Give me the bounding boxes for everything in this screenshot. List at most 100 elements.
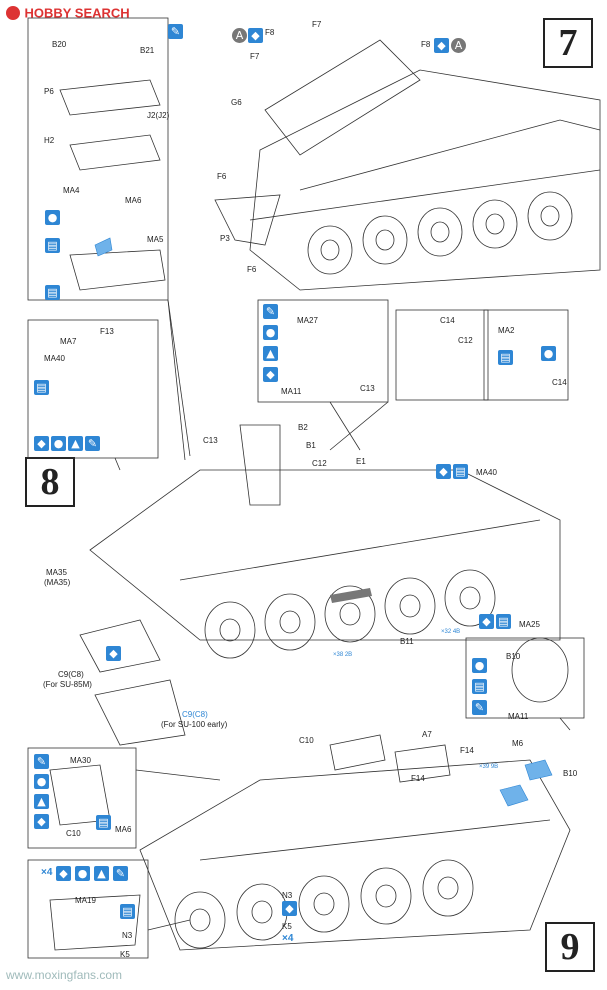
hatch-icon: ▤ <box>45 285 60 300</box>
roadwheels-step8 <box>204 569 496 659</box>
hatch-icon: ▤ <box>96 815 111 830</box>
label-G6: G6 <box>231 98 242 107</box>
label-MA7: MA7 <box>60 337 77 346</box>
label-x4b: ×4 <box>282 933 294 944</box>
arrow-up-icon: ▲ <box>68 436 83 451</box>
cement-icon: ◆ <box>436 464 451 479</box>
paint-icon: ✎ <box>168 24 183 39</box>
paint-icon: ✎ <box>113 866 128 881</box>
label-MA27: MA27 <box>297 316 318 325</box>
paint-icon: ✎ <box>85 436 100 451</box>
label-P6: P6 <box>44 87 54 96</box>
cement-icon: ◆ <box>248 28 263 43</box>
label-C14b: C14 <box>552 378 567 387</box>
step-number-8: 8 <box>25 457 75 507</box>
label-C12b: C12 <box>312 459 327 468</box>
label-x4a: ×4 <box>41 867 53 878</box>
hatch-icon: ▤ <box>496 614 511 629</box>
site-watermark: www.moxingfans.com <box>6 968 123 982</box>
roadwheels-step7 <box>307 191 573 275</box>
panel-step8-center <box>257 299 389 403</box>
label-F7b: F7 <box>250 52 260 61</box>
label-C9: C9(C8) <box>58 670 84 679</box>
glue-icon: ● <box>75 866 90 881</box>
label-MA11b: MA11 <box>508 712 529 721</box>
arrow-up-icon: ▲ <box>94 866 109 881</box>
cement-icon: ◆ <box>282 901 297 916</box>
label-C13b: C13 <box>203 436 218 445</box>
label-B10a: B10 <box>506 652 521 661</box>
label-MA5: MA5 <box>147 235 164 244</box>
label-C14a: C14 <box>440 316 455 325</box>
label-C9b: C9(C8) <box>182 710 208 719</box>
label-F6b: F6 <box>247 265 257 274</box>
arrow-up-icon: ▲ <box>263 346 278 361</box>
label-C10a: C10 <box>299 736 314 745</box>
label-N3b: N3 <box>282 891 293 900</box>
cement-icon: ◆ <box>106 646 121 661</box>
label-F14b: F14 <box>411 774 425 783</box>
label-C9note: (For SU-85M) <box>43 680 92 689</box>
label-B20: B20 <box>52 40 67 49</box>
step-number-7: 7 <box>543 18 593 68</box>
label-MA30: MA30 <box>70 756 91 765</box>
label-F7a: F7 <box>312 20 322 29</box>
label-C12a: C12 <box>458 336 473 345</box>
label-B1: B1 <box>306 441 316 450</box>
hatch-icon: ▤ <box>453 464 468 479</box>
label-E1: E1 <box>356 457 366 466</box>
label-F6a: F6 <box>217 172 227 181</box>
glue-icon: ● <box>541 346 556 361</box>
cement-icon: ◆ <box>263 367 278 382</box>
roadwheels-step9 <box>174 859 474 949</box>
label-B10b: B10 <box>563 769 578 778</box>
label-MA19: MA19 <box>75 896 96 905</box>
label-J2: J2(J2) <box>147 111 170 120</box>
hobbysearch-logo: HOBBY SEARCH <box>6 4 130 22</box>
label-MA25: MA25 <box>519 620 540 629</box>
label-N3a: N3 <box>122 931 133 940</box>
label-C10b: C10 <box>66 829 81 838</box>
panel-step7-left <box>27 17 169 301</box>
label-MA35: MA35 <box>46 568 67 577</box>
glue-icon: ● <box>472 658 487 673</box>
label-MA6: MA6 <box>125 196 142 205</box>
arrow-up-icon: ▲ <box>34 794 49 809</box>
label-MA11a: MA11 <box>281 387 302 396</box>
label-B21: B21 <box>140 46 155 55</box>
label-F8b: F8 <box>421 40 431 49</box>
ref-label-1: ×32 4B <box>441 629 461 635</box>
label-H2: H2 <box>44 136 55 145</box>
label-MA40: MA40 <box>44 354 65 363</box>
label-MA35p: (MA35) <box>44 578 71 587</box>
ref-label-2: ×38 2B <box>333 652 353 658</box>
paint-icon: ✎ <box>472 700 487 715</box>
label-C9bnote: (For SU-100 early) <box>161 720 228 729</box>
label-MA2: MA2 <box>498 326 515 335</box>
panel-step8-left <box>27 319 159 459</box>
label-M6: M6 <box>512 739 524 748</box>
cement-icon: ◆ <box>434 38 449 53</box>
paint-icon: ✎ <box>34 754 49 769</box>
label-MA40b: MA40 <box>476 468 497 477</box>
label-P3: P3 <box>220 234 230 243</box>
cement-icon: ◆ <box>34 814 49 829</box>
glue-icon: ● <box>51 436 66 451</box>
label-F8a: F8 <box>265 28 275 37</box>
label-MA4: MA4 <box>63 186 80 195</box>
glue-icon: ● <box>45 210 60 225</box>
label-C13a: C13 <box>360 384 375 393</box>
label-MA6b: MA6 <box>115 825 132 834</box>
hatch-icon: ▤ <box>472 679 487 694</box>
label-F14a: F14 <box>460 746 474 755</box>
label-A7: A7 <box>422 730 432 739</box>
cement-icon: ◆ <box>34 436 49 451</box>
label-B2: B2 <box>298 423 308 432</box>
paint-icon: ✎ <box>263 304 278 319</box>
cement-icon: ◆ <box>479 614 494 629</box>
hatch-icon: ▤ <box>34 380 49 395</box>
glue-icon: ● <box>34 774 49 789</box>
label-K5a: K5 <box>120 950 130 959</box>
